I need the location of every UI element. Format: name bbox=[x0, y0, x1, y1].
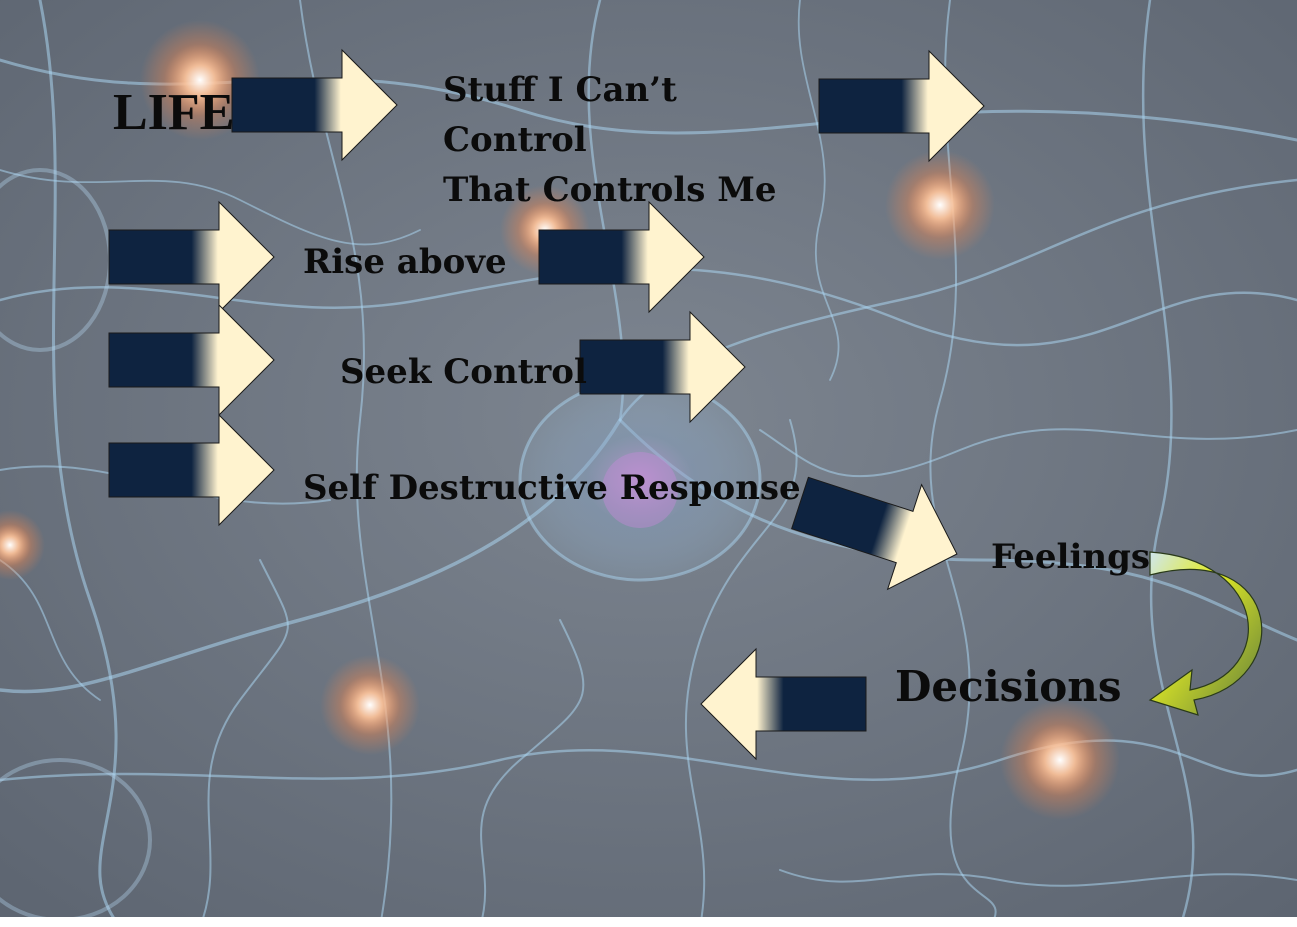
stuff-line-1: Stuff I Can’t bbox=[443, 70, 677, 110]
bottom-margin bbox=[0, 917, 1297, 927]
feelings-label: Feelings bbox=[991, 537, 1151, 577]
arrow-to-rise-above bbox=[108, 201, 275, 313]
self-destructive-response-label: Self Destructive Response bbox=[303, 468, 801, 508]
arrow-seek-control-right bbox=[579, 311, 746, 423]
arrow-rise-above-right bbox=[538, 201, 705, 313]
rise-above-label: Rise above bbox=[303, 242, 507, 282]
arrow-stuff-right bbox=[818, 50, 985, 162]
stuff-line-2: Control bbox=[443, 120, 587, 160]
curved-feelings-to-decisions-arrow bbox=[1148, 551, 1263, 716]
arrow-decisions-left bbox=[700, 648, 867, 760]
stuff-i-cant-control-label: Stuff I Can’t Control That Controls Me bbox=[443, 65, 777, 215]
seek-control-label: Seek Control bbox=[340, 352, 587, 392]
arrow-life-to-stuff bbox=[231, 49, 398, 161]
life-label: LIFE bbox=[113, 84, 235, 141]
stuff-line-3: That Controls Me bbox=[443, 170, 777, 210]
decisions-label: Decisions bbox=[895, 662, 1122, 711]
arrow-to-seek-control bbox=[108, 304, 275, 416]
arrow-to-self-destructive bbox=[108, 414, 275, 526]
arrow-response-to-feelings bbox=[782, 450, 975, 607]
